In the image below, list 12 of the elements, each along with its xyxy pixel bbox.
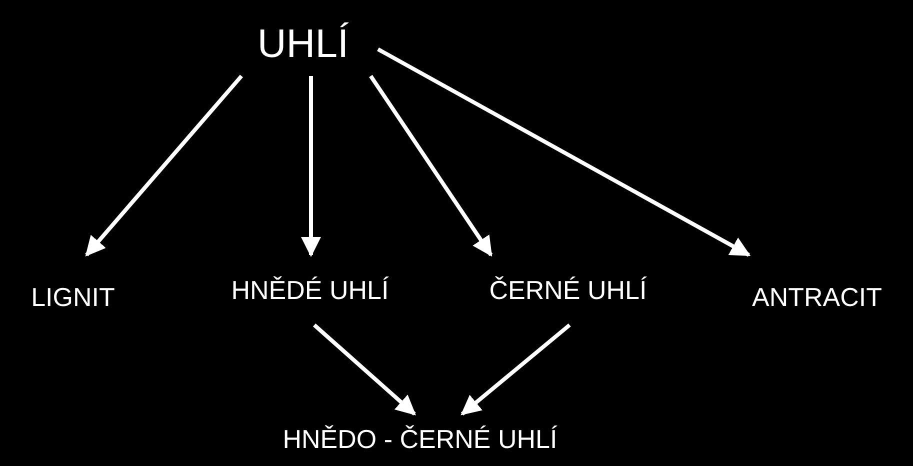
node-label: UHLÍ — [257, 22, 349, 66]
node-label: ČERNÉ UHLÍ — [489, 276, 647, 304]
node-label: HNĚDÉ UHLÍ — [231, 276, 389, 304]
node-label: HNĚDO - ČERNÉ UHLÍ — [282, 424, 558, 454]
arrow — [301, 76, 321, 257]
node-label: ANTRACIT — [752, 282, 882, 312]
arrow — [312, 324, 416, 416]
arrow — [377, 47, 751, 257]
arrow — [369, 74, 493, 257]
node-label: LIGNIT — [31, 282, 115, 312]
arrow — [460, 323, 571, 416]
arrow — [85, 74, 244, 256]
